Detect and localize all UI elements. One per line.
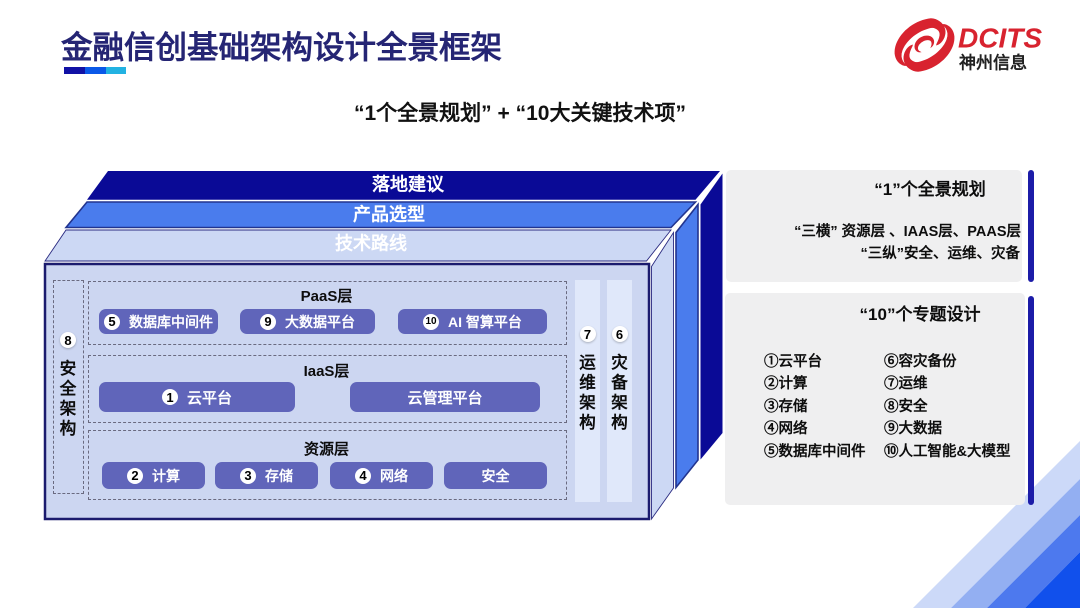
svg-text:技术路线: 技术路线 — [335, 233, 407, 254]
svg-text:DCITS: DCITS — [958, 23, 1042, 54]
svg-text:落地建议: 落地建议 — [372, 174, 445, 195]
svg-text:产品选型: 产品选型 — [353, 204, 425, 225]
svg-text:神州信息: 神州信息 — [959, 53, 1027, 73]
